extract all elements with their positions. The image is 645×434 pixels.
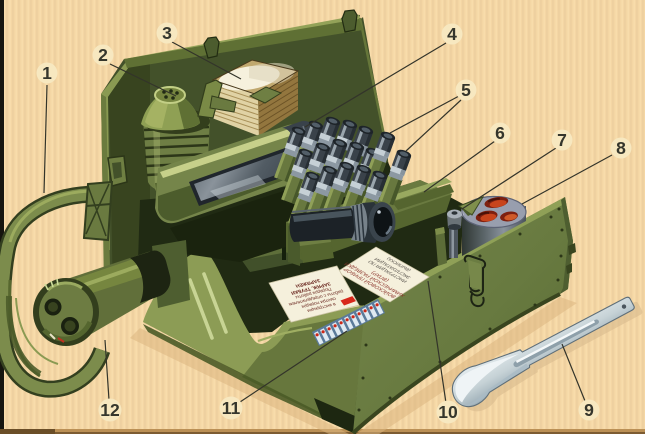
svg-text:9: 9 xyxy=(584,400,594,420)
svg-text:3: 3 xyxy=(162,23,172,43)
svg-text:6: 6 xyxy=(495,123,505,143)
svg-text:1: 1 xyxy=(42,63,52,83)
svg-text:11: 11 xyxy=(222,398,241,418)
svg-text:5: 5 xyxy=(461,80,471,100)
svg-text:4: 4 xyxy=(447,24,457,44)
svg-text:10: 10 xyxy=(438,402,458,422)
svg-text:12: 12 xyxy=(100,400,120,420)
svg-text:2: 2 xyxy=(98,45,108,65)
svg-text:8: 8 xyxy=(616,138,626,158)
svg-text:в инструкции: в инструкции xyxy=(305,301,336,312)
svg-text:ЗАРЯЖЕН: ЗАРЯЖЕН xyxy=(294,277,322,288)
svg-text:7: 7 xyxy=(557,130,567,150)
